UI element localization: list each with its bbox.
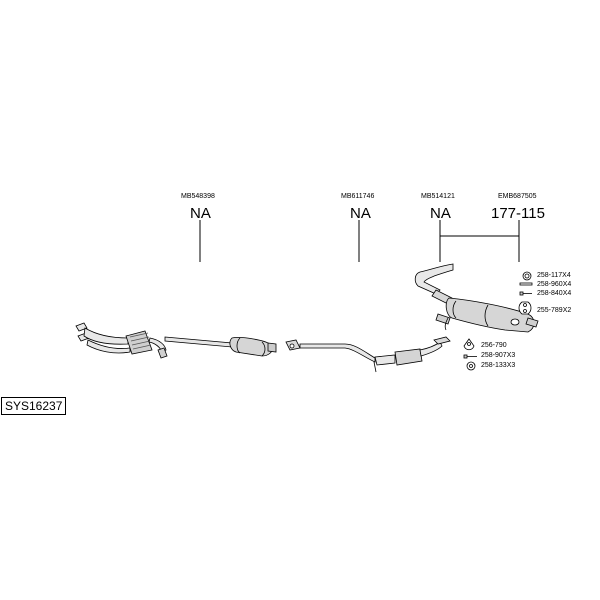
accessory-label-5: 256-790 <box>481 342 507 349</box>
part-ref-3: MB514121 <box>421 193 455 200</box>
bolt-icon <box>519 291 532 296</box>
bolt-icon <box>519 282 533 286</box>
front-downpipe <box>75 322 168 359</box>
accessory-label-6: 258-907X3 <box>481 352 516 359</box>
center-resonator-pipe <box>285 336 451 373</box>
part-code-3: NA <box>430 205 451 222</box>
nut-icon <box>466 361 476 371</box>
part-ref-2: MB611746 <box>341 193 375 200</box>
rubber-hanger-icon <box>518 301 532 315</box>
part-ref-4: EMB687505 <box>498 193 537 200</box>
accessory-label-4: 255-789X2 <box>537 307 572 314</box>
accessory-label-1: 258-117X4 <box>537 272 571 279</box>
accessory-label-7: 258-133X3 <box>481 362 516 369</box>
accessory-label-2: 258-960X4 <box>537 281 572 288</box>
catalytic-converter-pipe <box>164 336 277 357</box>
gasket-icon <box>463 338 475 351</box>
part-code-2: NA <box>350 205 371 222</box>
clamp-ring-icon <box>522 271 532 281</box>
system-id-label: SYS16237 <box>1 397 67 415</box>
part-code-4: 177-115 <box>491 205 545 222</box>
bolt-icon <box>463 354 477 359</box>
rear-muffler <box>414 263 539 333</box>
accessory-label-3: 258-840X4 <box>537 290 572 297</box>
part-code-1: NA <box>190 205 211 222</box>
part-ref-1: MB548398 <box>181 193 215 200</box>
